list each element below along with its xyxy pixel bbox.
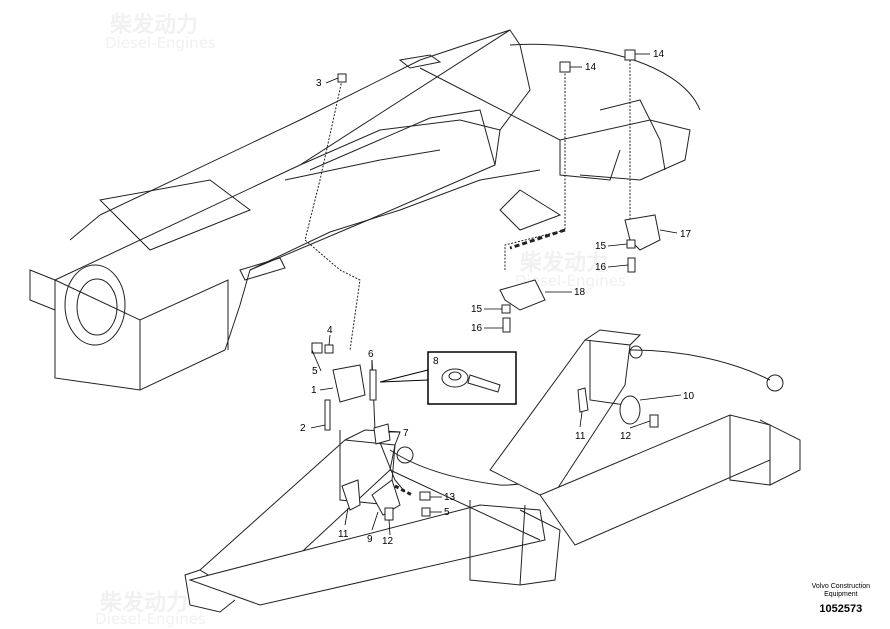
screw-part-16: [502, 317, 511, 333]
nut-part-5: [421, 507, 431, 517]
watermark-subtitle: Diesel-Engines: [105, 34, 216, 52]
washer-part-13: [419, 491, 431, 501]
detail-inset-part-8: [379, 351, 517, 405]
watermark-subtitle: Diesel-Engines: [515, 272, 626, 290]
watermark-subtitle: Diesel-Engines: [95, 610, 206, 628]
callout-17: 17: [680, 229, 692, 240]
bolt-icon: [467, 374, 501, 393]
callout-14: 14: [653, 49, 665, 60]
washer-part-15: [501, 304, 511, 314]
sensor-part-1: [332, 364, 366, 403]
callout-7: 7: [403, 428, 409, 439]
screw-part-2: [324, 399, 331, 431]
clamp-hole: [448, 371, 462, 381]
callout-12: 12: [382, 536, 394, 547]
callout-6: 6: [368, 349, 374, 360]
drawing-footer: Volvo Construction Equipment 1052573: [812, 583, 870, 615]
watermark-brand: 柴发动力: [99, 590, 188, 616]
nut-part-4: [324, 344, 334, 354]
bracket-part-11: [577, 387, 589, 413]
leader-lines: [310, 53, 682, 536]
watermark: 柴发动力 Diesel-Engines 柴发动力 Diesel-Engines …: [95, 12, 626, 628]
bracket-part-9: [371, 479, 401, 516]
bracket-part-18: [499, 279, 546, 311]
callout-1: 1: [311, 385, 317, 396]
right-arm-assembly: [489, 329, 801, 546]
callout-9: 9: [367, 534, 373, 545]
inset-pointer: [379, 369, 429, 383]
callout-16: 16: [471, 323, 483, 334]
screw-part-12: [384, 507, 394, 521]
screw-part-12: [649, 414, 659, 428]
screw-part-16: [627, 257, 636, 273]
callout-2: 2: [300, 423, 306, 434]
callout-10: 10: [683, 391, 695, 402]
callout-4: 4: [327, 325, 333, 336]
grommet-part-3: [337, 73, 347, 83]
callout-5: 5: [444, 507, 450, 518]
left-arm-assembly: [184, 429, 561, 613]
disc-part-10: [619, 395, 641, 425]
grommet-part-14: [624, 49, 636, 61]
callout-18: 18: [574, 287, 586, 298]
washer-part-15: [626, 239, 636, 249]
callout-16: 16: [595, 262, 607, 273]
washer-part-5: [311, 342, 323, 354]
company-name-line2: Equipment: [824, 591, 858, 598]
watermark-brand: 柴发动力: [109, 12, 198, 38]
callout-12: 12: [620, 431, 632, 442]
grommet-part-14: [559, 61, 571, 73]
small-parts: [311, 49, 661, 521]
callout-3: 3: [316, 78, 322, 89]
callout-11: 11: [338, 529, 349, 540]
callout-15: 15: [471, 304, 483, 315]
callout-14: 14: [585, 62, 597, 73]
callout-5: 5: [312, 366, 318, 377]
watermark-brand: 柴发动力: [519, 250, 608, 276]
company-name-line1: Volvo Construction: [811, 583, 870, 590]
bushing-part-7: [373, 423, 391, 445]
callout-15: 15: [595, 241, 607, 252]
callout-11: 11: [575, 431, 586, 442]
drawing-number: 1052573: [819, 603, 863, 615]
upper-frame: [29, 29, 701, 391]
bracket-part-11: [341, 479, 361, 511]
callout-8: 8: [433, 356, 439, 367]
callout-13: 13: [444, 492, 456, 503]
link-rod-part-6: [369, 369, 377, 401]
callout-labels: 3 14 14 17 15 16 18 15 16 4 5 1 2 6 7 8 …: [300, 49, 695, 547]
